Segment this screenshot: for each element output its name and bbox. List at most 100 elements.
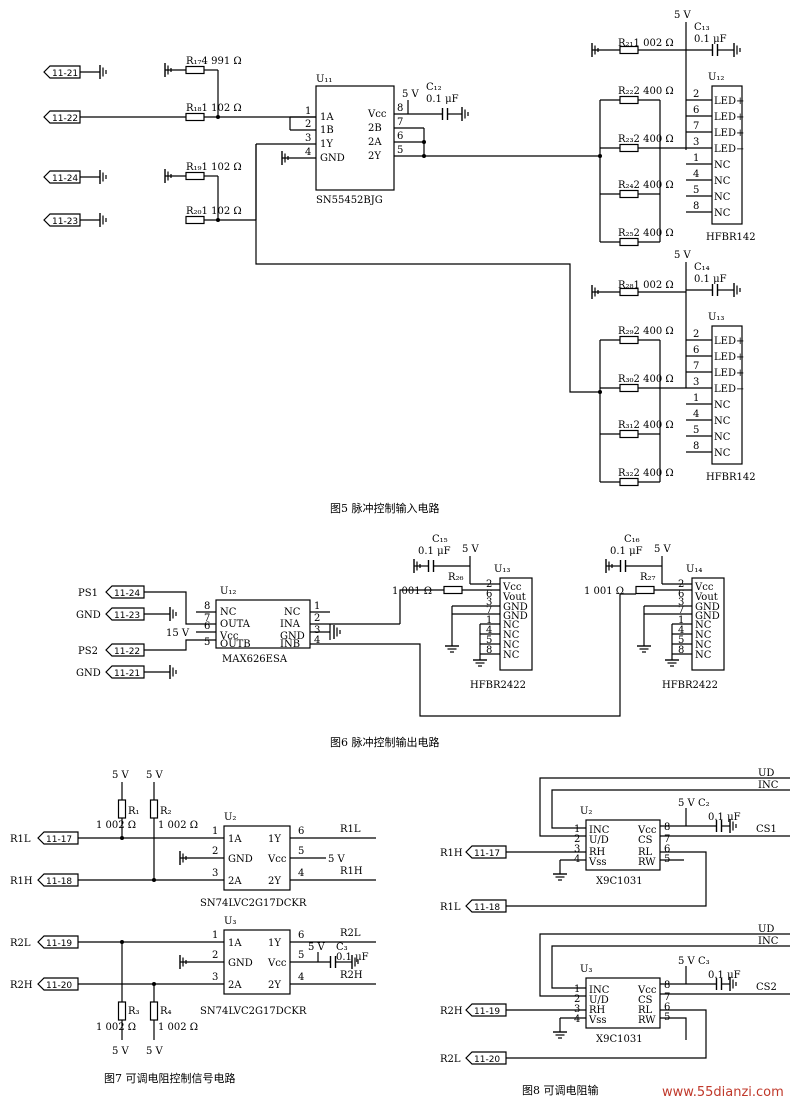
u3-sn74lvc2g17dckr [223, 929, 291, 995]
svg-text:5: 5 [298, 846, 304, 857]
svg-text:5 V: 5 V [328, 854, 346, 865]
svg-text:R1H: R1H [440, 848, 463, 859]
svg-text:GND: GND [280, 631, 305, 642]
connector-11-23: 11-23 [43, 212, 107, 228]
svg-text:R1H: R1H [340, 866, 363, 877]
svg-text:R2L: R2L [440, 1054, 461, 1065]
svg-text:LED+: LED+ [714, 336, 744, 347]
connector-11-24: 11-24 [43, 169, 107, 185]
svg-text:7: 7 [678, 605, 684, 616]
svg-text:HFBR2422: HFBR2422 [470, 680, 526, 691]
svg-text:INC: INC [758, 936, 779, 947]
connector-6-11-21: 11-21 [105, 665, 145, 679]
svg-text:2A: 2A [228, 876, 242, 887]
svg-text:5 V: 5 V [674, 250, 692, 261]
svg-text:2Y: 2Y [268, 980, 281, 991]
connector-8-11-17: 11-17 [465, 845, 507, 859]
svg-text:C₃: C₃ [698, 956, 710, 967]
svg-text:8: 8 [204, 601, 210, 612]
svg-text:RW: RW [638, 1015, 656, 1026]
svg-text:R₃₂2 400 Ω: R₃₂2 400 Ω [618, 468, 674, 479]
c12-ref: C₁₂ [426, 82, 442, 93]
svg-text:NC: NC [695, 630, 712, 641]
svg-text:1: 1 [574, 824, 580, 835]
svg-text:CS: CS [638, 835, 653, 846]
svg-text:5 V: 5 V [654, 544, 672, 555]
svg-text:NC: NC [714, 160, 731, 171]
svg-text:8: 8 [664, 822, 670, 833]
svg-text:LED+: LED+ [714, 128, 744, 139]
svg-text:LED+: LED+ [714, 112, 744, 123]
svg-text:1: 1 [212, 930, 218, 941]
svg-text:1Y: 1Y [268, 938, 281, 949]
figure-8-caption: 图8 可调电阻输 [522, 1083, 599, 1097]
connector-7-11-19: 11-19 [37, 935, 79, 949]
svg-text:C₁₅: C₁₅ [432, 534, 448, 545]
svg-text:R2H: R2H [440, 1006, 463, 1017]
svg-text:6: 6 [397, 131, 403, 142]
r17-label: R₁₇4 991 Ω [186, 56, 242, 67]
svg-text:5: 5 [397, 145, 403, 156]
svg-text:5: 5 [298, 950, 304, 961]
svg-text:INC: INC [589, 985, 610, 996]
figure-6-caption: 图6 脉冲控制输出电路 [330, 735, 440, 749]
svg-text:Vcc: Vcc [267, 854, 287, 865]
svg-text:C₂: C₂ [698, 798, 710, 809]
svg-text:1A: 1A [320, 112, 334, 123]
r18-label: R₁₈1 102 Ω [186, 103, 242, 114]
svg-text:R2L: R2L [10, 938, 31, 949]
svg-text:LED−: LED− [714, 144, 744, 155]
svg-text:SN74LVC2G17DCKR: SN74LVC2G17DCKR [200, 898, 307, 909]
svg-text:C₁₃: C₁₃ [694, 22, 710, 33]
svg-text:5: 5 [486, 635, 492, 646]
svg-text:6: 6 [298, 930, 304, 941]
svg-text:R₂₂2 400 Ω: R₂₂2 400 Ω [618, 86, 674, 97]
svg-text:INB: INB [280, 639, 300, 650]
svg-text:2: 2 [693, 89, 699, 100]
figure-7: 5 V 5 V R₁ R₂ 1 002 Ω 1 002 Ω R1L R1H R2… [10, 770, 376, 1085]
svg-text:R₂₇: R₂₇ [640, 572, 656, 583]
svg-text:5 V: 5 V [308, 942, 326, 953]
svg-text:LED+: LED+ [714, 352, 744, 363]
svg-text:GND: GND [228, 854, 253, 865]
svg-text:RH: RH [589, 847, 606, 858]
svg-text:0.1 μF: 0.1 μF [610, 546, 643, 557]
figure-8: UD INC R1H R1L 11-17 11-18 U₂ X9C1031 1 … [440, 768, 790, 1097]
connector-6-11-22: 11-22 [105, 643, 145, 657]
svg-text:U₂: U₂ [224, 812, 236, 823]
svg-text:11-20: 11-20 [474, 1055, 500, 1065]
svg-text:R₂₆: R₂₆ [448, 572, 464, 583]
svg-text:7: 7 [693, 361, 699, 372]
connector-7-11-20: 11-20 [37, 977, 79, 991]
svg-text:1 002 Ω: 1 002 Ω [96, 1022, 136, 1033]
svg-text:0.1 μF: 0.1 μF [694, 274, 727, 285]
svg-text:7: 7 [664, 834, 670, 845]
svg-text:6: 6 [298, 826, 304, 837]
svg-text:5 V: 5 V [146, 1046, 164, 1057]
svg-text:1: 1 [212, 826, 218, 837]
svg-text:PS1: PS1 [78, 588, 98, 599]
svg-text:5: 5 [693, 185, 699, 196]
svg-text:0.1 μF: 0.1 μF [418, 546, 451, 557]
u13-hfbr2422-pins: 2 6 3 7 1 4 5 8 Vcc Vout GND GND NC NC N… [444, 579, 528, 667]
r19-label: R₁₉1 102 Ω [186, 162, 242, 173]
svg-text:GND: GND [76, 610, 101, 621]
svg-text:2: 2 [574, 994, 580, 1005]
svg-text:R₁: R₁ [128, 806, 140, 817]
svg-text:RW: RW [638, 857, 656, 868]
svg-text:U/D: U/D [589, 995, 609, 1006]
svg-text:R1H: R1H [10, 876, 33, 887]
u13-pins: 2 6 7 3 1 4 5 8 LED+ LED+ LED+ LED− NC N… [660, 329, 744, 459]
svg-text:8: 8 [678, 645, 684, 656]
svg-text:RL: RL [638, 847, 653, 858]
svg-text:11-19: 11-19 [46, 939, 72, 949]
svg-text:11-23: 11-23 [52, 217, 78, 227]
svg-text:1: 1 [305, 106, 311, 117]
svg-text:NC: NC [714, 448, 731, 459]
svg-text:Vcc: Vcc [637, 825, 657, 836]
svg-text:3: 3 [212, 868, 218, 879]
svg-text:8: 8 [693, 441, 699, 452]
u11-ref: U₁₁ [316, 74, 332, 85]
svg-text:X9C1031: X9C1031 [596, 1034, 643, 1045]
u13-hfbr142 [711, 325, 743, 465]
